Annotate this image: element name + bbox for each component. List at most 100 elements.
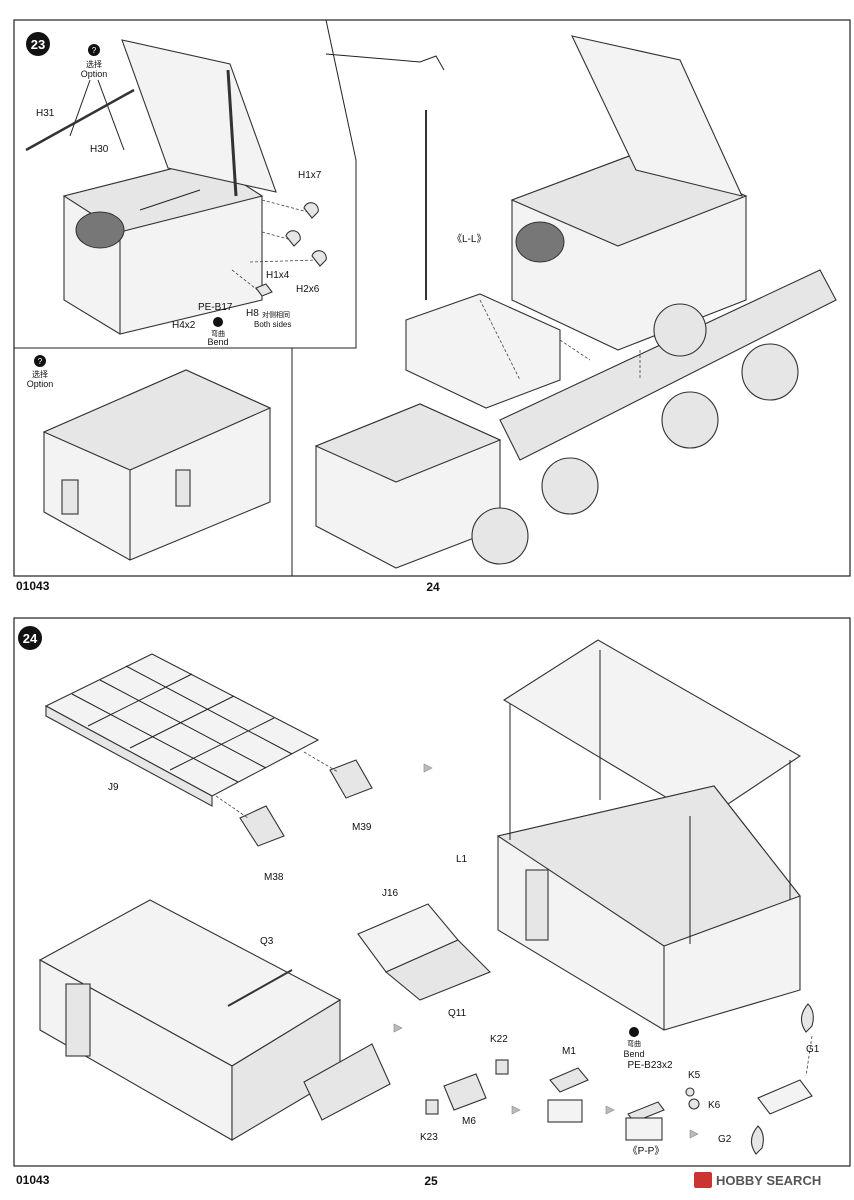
question-icon [88, 44, 100, 56]
bracket-M38 [239, 805, 285, 847]
box-part [625, 1117, 663, 1141]
part-G2 [750, 1125, 764, 1155]
both-sides-cn: 对侧相同 [262, 310, 290, 319]
roof-assembly [502, 639, 802, 821]
label-M38: M38 [264, 872, 284, 883]
both-sides-en: Both sides [254, 320, 291, 329]
lower-box-assembly [38, 899, 391, 1141]
panel-Q11 [384, 939, 491, 1001]
bend-cn: 弯曲 [211, 329, 225, 338]
dish [515, 221, 565, 263]
roof-edge [45, 705, 213, 807]
label-PE-B17: PE-B17 [198, 302, 233, 313]
label-K22: K22 [490, 1034, 508, 1045]
bracket-M39 [329, 759, 373, 799]
label-J9: J9 [108, 782, 119, 793]
part-J16 [357, 903, 491, 1001]
question-glyph: ? [38, 357, 43, 366]
door [61, 479, 79, 515]
label-K6: K6 [708, 1100, 721, 1111]
label-PE-B23x2: PE-B23x2 [627, 1060, 672, 1071]
page-24: 23 ? 选择 Option [13, 19, 851, 594]
page-25: 24 J9 M39 M38 [13, 617, 851, 1188]
subassembly-G [750, 1003, 814, 1155]
part-Q3 [227, 969, 293, 1007]
label-H8: H8 [246, 308, 259, 319]
shell-open-top [496, 785, 801, 947]
strut [226, 69, 238, 197]
clip-part [311, 250, 327, 267]
box-part [547, 1099, 583, 1123]
label-Q11: Q11 [448, 1008, 467, 1019]
leader [97, 79, 125, 151]
door [175, 469, 191, 507]
step-badge-23 [26, 32, 50, 56]
door [65, 983, 91, 1057]
antenna-rod [25, 88, 135, 152]
cab-roof [314, 403, 502, 483]
label-L-L: 《L-L》 [452, 233, 486, 245]
roof-panel-J9 [44, 653, 373, 847]
wheel [471, 507, 529, 565]
catalog-number: 01043 [16, 579, 50, 593]
subassembly-M1 [547, 1067, 589, 1123]
wheel [541, 457, 599, 515]
inset-option-cn: 选择 [32, 369, 48, 379]
label-Q3: Q3 [260, 936, 274, 947]
rail [139, 189, 201, 211]
hatch-part [303, 1043, 391, 1121]
option-module-drawing [42, 369, 272, 561]
wheel [653, 303, 707, 357]
truck-assembly-drawing [314, 35, 837, 569]
step-number: 23 [31, 37, 45, 52]
bend-en: Bend [623, 1049, 644, 1059]
bend-icon [213, 317, 223, 327]
part-M1 [549, 1067, 589, 1093]
part-K6 [688, 1098, 700, 1110]
step-badge-24 [18, 626, 42, 650]
page-24-frame [13, 19, 851, 577]
flow-arrow [689, 1129, 699, 1139]
page-number: 24 [426, 580, 440, 594]
label-H1x4: H1x4 [266, 270, 290, 281]
question-icon [34, 355, 46, 367]
wheel [661, 391, 719, 449]
flow-arrow [605, 1105, 615, 1115]
roof-grid [71, 665, 293, 783]
label-H31: H31 [36, 108, 55, 119]
part-K22 [495, 1059, 509, 1075]
question-glyph: ? [92, 46, 97, 55]
subassembly-M6 [425, 1059, 509, 1115]
door [525, 869, 549, 941]
page-25-frame [13, 617, 851, 1167]
label-G2: G2 [718, 1134, 732, 1145]
assembly-guides [215, 751, 339, 819]
flow-arrow [393, 1023, 403, 1033]
option-cn: 选择 [86, 59, 102, 69]
assembly-guides [231, 199, 319, 293]
label-H4x2: H4x2 [172, 320, 196, 331]
assembly-guides [479, 299, 641, 381]
label-H1x7: H1x7 [298, 170, 322, 181]
cabin-module [405, 293, 561, 409]
bend-en: Bend [207, 337, 228, 347]
label-P-P: 《P-P》 [628, 1145, 665, 1157]
part-G1 [800, 1003, 814, 1033]
part-K5 [685, 1087, 695, 1097]
part-K23 [425, 1099, 439, 1115]
label-G1: G1 [806, 1044, 820, 1055]
label-K5: K5 [688, 1070, 701, 1081]
label-L1: L1 [456, 854, 468, 865]
clip-part [285, 230, 301, 247]
label-J16: J16 [382, 888, 399, 899]
wheel [741, 343, 799, 401]
watermark-mark [694, 1172, 712, 1188]
hatch-cover [121, 39, 277, 193]
label-K23: K23 [420, 1132, 438, 1143]
leader [69, 79, 91, 137]
watermark-text: HOBBY SEARCH [716, 1173, 821, 1188]
open-hatch [571, 35, 743, 197]
label-H2x6: H2x6 [296, 284, 320, 295]
label-M39: M39 [352, 822, 372, 833]
